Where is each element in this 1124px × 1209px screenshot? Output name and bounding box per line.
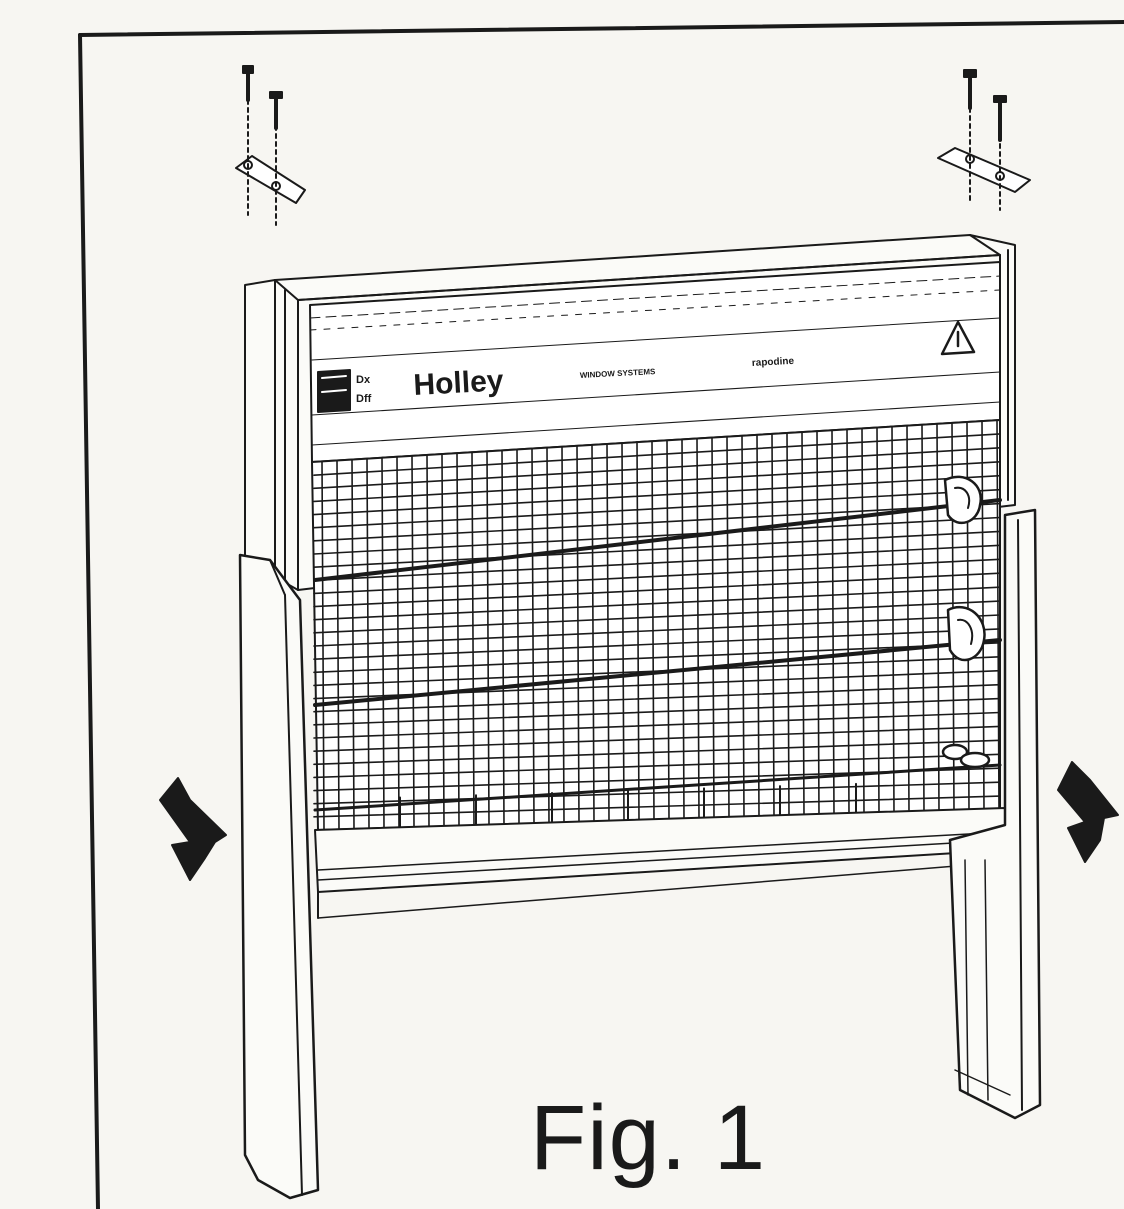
figure-caption: Fig. 1	[530, 1087, 767, 1189]
mesh-horizontal-line	[313, 544, 1001, 582]
manufacturer-logo	[317, 369, 351, 413]
mesh-horizontal-line	[313, 725, 1001, 752]
fine-print-right: rapodine	[752, 356, 795, 369]
mesh-horizontal-line	[313, 474, 1001, 516]
mesh-horizontal-line	[313, 600, 1001, 634]
bottom-rail	[314, 807, 1006, 919]
mesh-horizontal-line	[313, 460, 1001, 503]
mesh-horizontal-line	[313, 572, 1001, 608]
right-mounting-bracket	[937, 99, 1031, 211]
mesh-horizontal-line	[313, 502, 1001, 542]
mesh-horizontal-line	[313, 488, 1001, 529]
left-guide-rail	[238, 553, 320, 1200]
mesh-horizontal-line	[313, 795, 1001, 818]
left-screw-1	[242, 65, 254, 102]
right-guide-rail	[948, 508, 1042, 1120]
mesh-horizontal-line	[313, 516, 1001, 555]
mesh-horizontal-line	[313, 628, 1001, 660]
mesh-horizontal-line	[313, 642, 1001, 674]
mesh-horizontal-line	[313, 447, 1001, 490]
mesh-horizontal-line	[313, 753, 1001, 779]
mesh-horizontal-line	[313, 530, 1001, 568]
insect-screen-mesh	[311, 419, 1002, 855]
mesh-horizontal-line	[313, 739, 1001, 766]
right-screw-1	[963, 69, 977, 110]
brand-name: Holley	[413, 364, 505, 402]
lower-catch	[941, 743, 991, 769]
figure-border	[78, 20, 1124, 1209]
upper-handle	[943, 475, 983, 525]
mesh-horizontal-line	[313, 781, 1001, 805]
mesh-horizontal-line	[313, 711, 1001, 739]
warning-triangle-icon	[940, 320, 976, 356]
mesh-horizontal-line	[313, 433, 1001, 476]
left-direction-arrow	[159, 777, 227, 881]
fine-print-left: WINDOW SYSTEMS	[580, 367, 657, 380]
mesh-horizontal-line	[313, 683, 1001, 713]
mesh-horizontal-line	[313, 558, 1001, 595]
right-screw-2	[993, 95, 1007, 142]
mesh-horizontal-line	[313, 614, 1001, 647]
left-screw-2	[269, 91, 283, 130]
middle-handle	[946, 605, 986, 662]
logo-text-bottom: Dff	[356, 393, 372, 405]
mesh-horizontal-line	[313, 697, 1001, 726]
logo-text-top: Dx	[356, 374, 371, 386]
left-mounting-bracket	[235, 99, 306, 226]
right-direction-arrow	[1057, 761, 1119, 863]
mesh-horizontal-line	[313, 586, 1001, 621]
